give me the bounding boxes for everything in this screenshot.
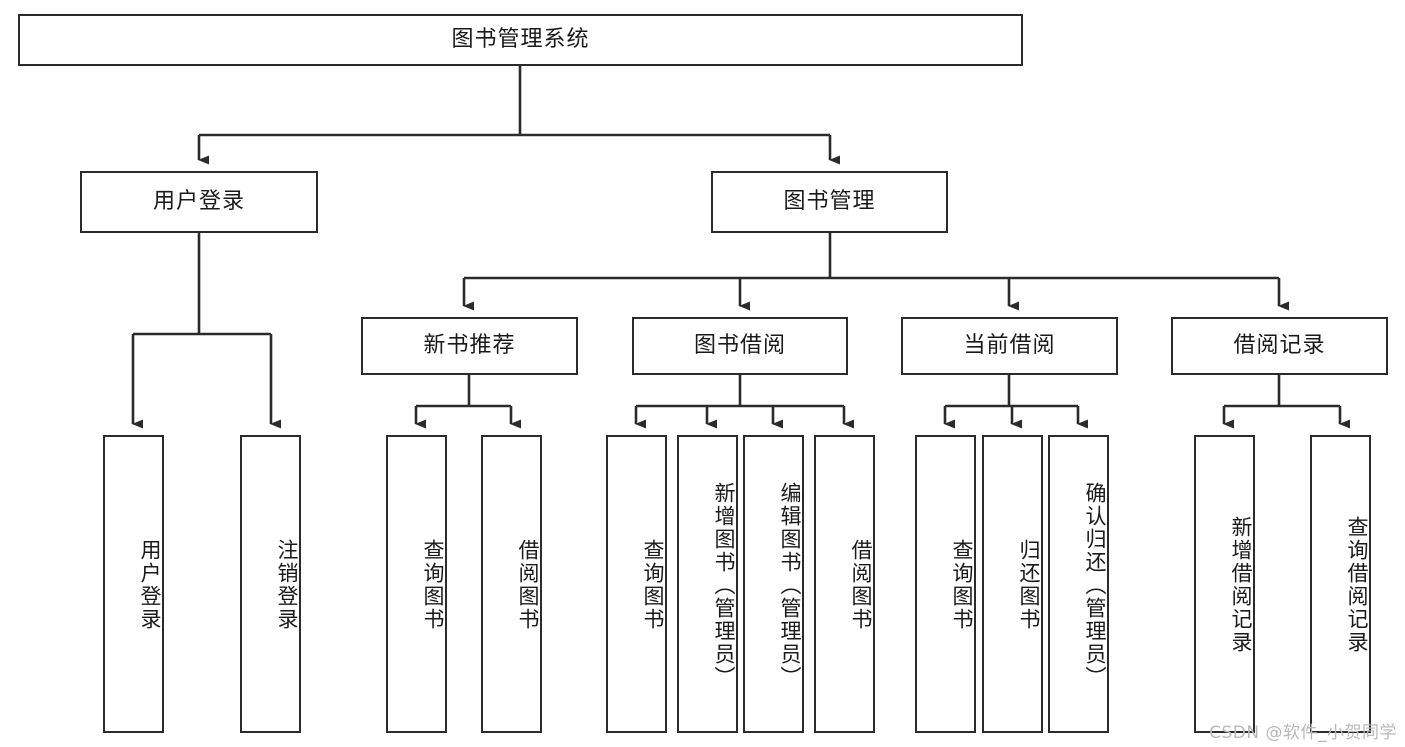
leaf-add-book-label: 新增图书（管理员） <box>712 481 736 689</box>
leaf-query-record-label: 查询借阅记录 <box>1345 516 1369 654</box>
leaf-user-login-label: 用户登录 <box>138 539 162 631</box>
node-current-borrow[interactable]: 当前借阅 <box>901 317 1118 375</box>
leaf-query-book-cur[interactable]: 查询图书 <box>915 435 976 733</box>
leaf-query-book-new-label: 查询图书 <box>421 539 445 631</box>
leaf-query-book-label: 查询图书 <box>641 539 665 631</box>
node-book-manage-label: 图书管理 <box>783 189 876 215</box>
leaf-return-book-label: 归还图书 <box>1017 539 1041 631</box>
leaf-query-book-new[interactable]: 查询图书 <box>386 435 447 733</box>
node-root-label: 图书管理系统 <box>451 27 590 53</box>
leaf-query-record[interactable]: 查询借阅记录 <box>1310 435 1371 733</box>
node-new-book-recommend[interactable]: 新书推荐 <box>361 317 578 375</box>
leaf-edit-book-label: 编辑图书（管理员） <box>778 481 802 689</box>
leaf-query-book-cur-label: 查询图书 <box>950 539 974 631</box>
node-borrow-record[interactable]: 借阅记录 <box>1171 317 1388 375</box>
leaf-return-book[interactable]: 归还图书 <box>982 435 1043 733</box>
node-user-login-label: 用户登录 <box>152 189 245 215</box>
node-root[interactable]: 图书管理系统 <box>18 14 1023 66</box>
leaf-borrow-book-new-label: 借阅图书 <box>516 539 540 631</box>
leaf-user-login[interactable]: 用户登录 <box>103 435 164 733</box>
leaf-borrow-book[interactable]: 借阅图书 <box>814 435 875 733</box>
node-current-borrow-label: 当前借阅 <box>963 333 1056 359</box>
node-borrow-record-label: 借阅记录 <box>1233 333 1326 359</box>
node-book-borrow-label: 图书借阅 <box>693 333 786 359</box>
leaf-query-book[interactable]: 查询图书 <box>606 435 667 733</box>
node-new-book-recommend-label: 新书推荐 <box>423 333 516 359</box>
node-book-manage[interactable]: 图书管理 <box>711 171 948 233</box>
leaf-edit-book[interactable]: 编辑图书（管理员） <box>743 435 804 733</box>
leaf-logout[interactable]: 注销登录 <box>240 435 301 733</box>
leaf-add-record[interactable]: 新增借阅记录 <box>1194 435 1255 733</box>
leaf-logout-label: 注销登录 <box>275 539 299 631</box>
leaf-confirm-return[interactable]: 确认归还（管理员） <box>1048 435 1109 733</box>
node-book-borrow[interactable]: 图书借阅 <box>632 317 848 375</box>
leaf-add-record-label: 新增借阅记录 <box>1229 516 1253 654</box>
leaf-add-book[interactable]: 新增图书（管理员） <box>677 435 738 733</box>
leaf-borrow-book-new[interactable]: 借阅图书 <box>481 435 542 733</box>
leaf-borrow-book-label: 借阅图书 <box>849 539 873 631</box>
node-user-login[interactable]: 用户登录 <box>80 171 318 233</box>
leaf-confirm-return-label: 确认归还（管理员） <box>1083 481 1107 689</box>
